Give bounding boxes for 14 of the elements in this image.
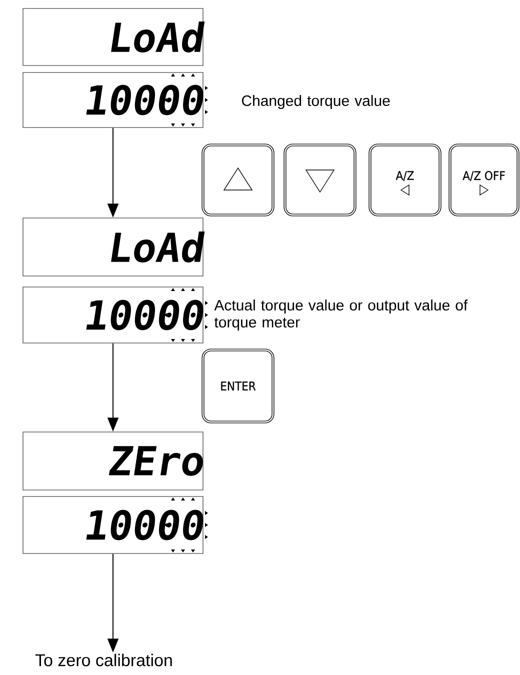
segment-display: LoAd xyxy=(22,218,205,276)
segment-display: 10000 xyxy=(22,72,204,128)
result-label: To zero calibration xyxy=(35,654,172,666)
segment-display: LoAd xyxy=(22,8,205,66)
key-button xyxy=(284,144,356,216)
note-text: Actual torque value or output value of torque meter xyxy=(214,300,468,330)
note-text: Changed torque value xyxy=(242,95,390,109)
key-button xyxy=(202,144,274,216)
segment-display: 10000 xyxy=(22,496,204,554)
segment-display: ZEro xyxy=(22,432,204,490)
key-button: A/Z OFF xyxy=(448,144,520,216)
segment-display: 10000 xyxy=(22,286,204,344)
key-button: ENTER xyxy=(202,348,274,424)
key-button: A/Z xyxy=(368,144,442,216)
